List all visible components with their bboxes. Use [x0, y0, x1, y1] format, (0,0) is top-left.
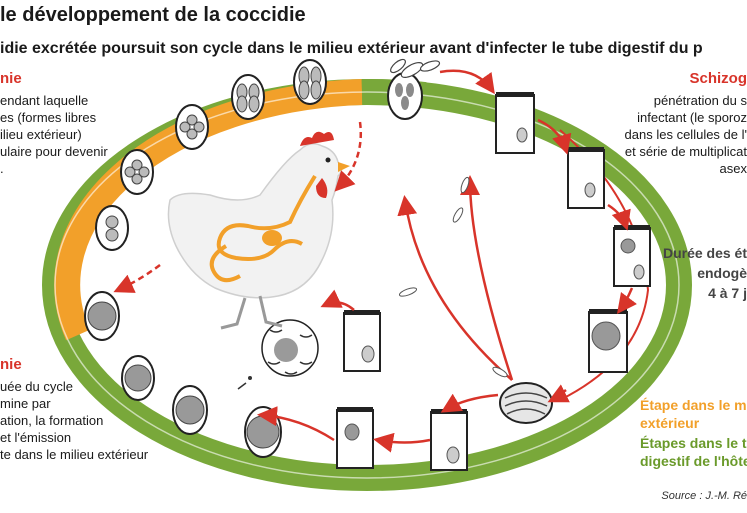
right-top-line-5: asex: [719, 161, 747, 176]
legend-digestive-line-2: digestif de l'hôte: [640, 453, 747, 469]
right-top-line-4: et série de multiplicat: [624, 144, 747, 159]
left-top-heading: nie: [0, 70, 22, 87]
merozoites-free: [398, 176, 508, 378]
duration-line-1: Durée des ét: [662, 245, 747, 261]
schizont-cluster: [499, 382, 553, 424]
duration-line-2: endogè: [697, 265, 747, 281]
sporulated-oocyst: [387, 72, 423, 120]
source-credit: Source : J.-M. Ré: [661, 490, 747, 502]
right-top-line-3: dans les cellules de l': [624, 127, 747, 142]
host-cell-parasites: [344, 127, 645, 464]
left-bottom-line-3: ation, la formation: [0, 413, 104, 428]
chicken-illustration: [167, 131, 350, 330]
left-bottom-line-5: te dans le milieu extérieur: [0, 447, 149, 462]
left-bottom-line-2: mine par: [0, 396, 51, 411]
legend-digestive-line-1: Étapes dans le tu: [640, 435, 747, 451]
left-top-line-4: ulaire pour devenir: [0, 144, 108, 159]
left-bottom-line-1: uée du cycle: [0, 379, 73, 394]
cycle-arrows: [113, 69, 637, 453]
right-top-heading: Schizog: [689, 70, 747, 87]
gametes-cluster: [237, 319, 319, 390]
legend-exterior-line-1: Étape dans le mi: [640, 397, 747, 413]
duration-line-3: 4 à 7 j: [708, 285, 747, 301]
left-bottom-heading: nie: [0, 356, 22, 373]
left-top-line-5: .: [0, 161, 4, 176]
oocyst-contents: [87, 66, 322, 449]
left-top-line-1: endant laquelle: [0, 93, 89, 108]
free-sporozoites-top: [390, 58, 441, 78]
page-title: le développement de la coccidie: [0, 4, 306, 26]
left-top-line-3: ilieu extérieur): [0, 127, 82, 142]
right-top-line-2: infectant (le sporoz: [637, 110, 747, 125]
left-top-line-2: es (formes libres: [0, 110, 97, 125]
left-bottom-line-4: et l'émission: [0, 430, 72, 445]
page-subtitle: idie excrétée poursuit son cycle dans le…: [0, 40, 703, 57]
right-top-line-1: pénétration du s: [653, 93, 747, 108]
legend-exterior-line-2: extérieur: [640, 415, 700, 431]
